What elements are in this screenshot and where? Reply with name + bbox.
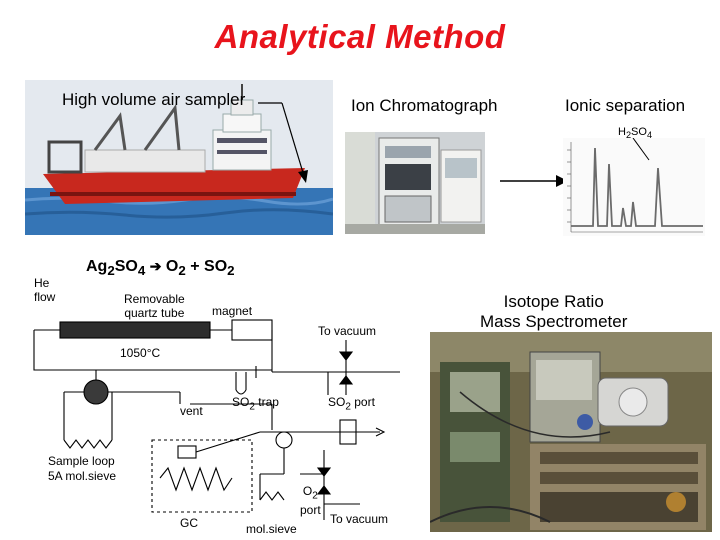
magnet-label: magnet [212,304,253,318]
h2so4-label: H2SO4 [618,126,653,141]
to-vacuum-top-label: To vacuum [318,324,377,338]
chromatogram [563,138,705,236]
reaction-equation: Ag2SO4 ➔ O2 + SO2 [86,258,235,279]
gc-label: GC [180,516,198,530]
page-title: Analytical Method [214,18,506,55]
to-vacuum-bottom-label: To vacuum [330,512,389,526]
ion-chromatograph-photo [345,132,485,234]
ship-photo [25,80,333,235]
temperature-label: 1050°C [120,346,161,360]
ion-chromatograph-label: Ion Chromatograph [351,96,498,115]
arrow-to-chromatogram [500,175,568,187]
ionic-separation-label: Ionic separation [565,96,686,115]
vent-label: vent [180,404,203,418]
so2-port-label: SO2 port [328,395,375,413]
so2-trap-label: SO2 trap [232,395,279,413]
mol-sieve-label: mol.sieve [246,522,297,536]
air-sampler-label: High volume air sampler [62,90,246,109]
mass-spectrometer-photo [430,332,712,532]
